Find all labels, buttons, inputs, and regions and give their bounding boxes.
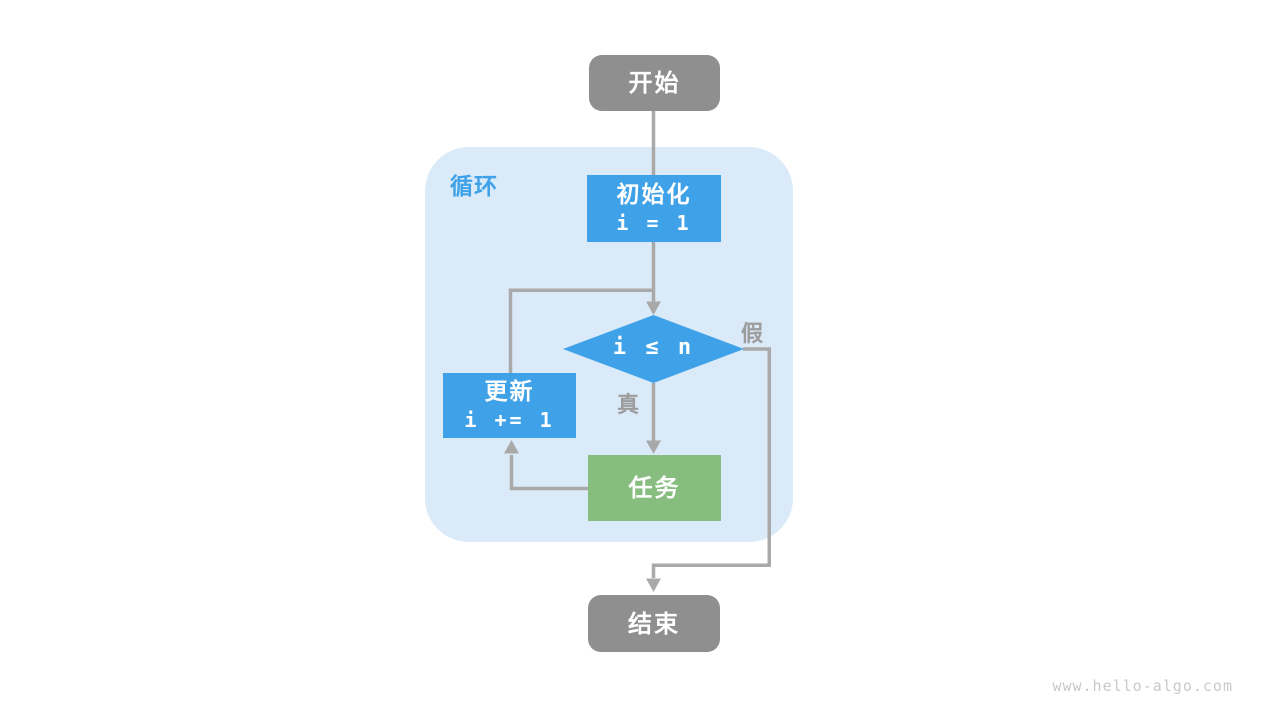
node-init-code: i = 1 [616, 210, 692, 235]
node-task-label: 任务 [628, 474, 681, 502]
node-task: 任务 [588, 455, 721, 521]
node-start: 开始 [589, 55, 720, 111]
node-end-label: 结束 [628, 609, 680, 638]
watermark: www.hello-algo.com [1052, 677, 1233, 695]
node-update-code: i += 1 [464, 407, 555, 432]
arrowhead-into-end [646, 578, 661, 592]
node-start-label: 开始 [628, 69, 681, 97]
node-init-label: 初始化 [616, 182, 692, 209]
branch-label-false: 假 [741, 322, 764, 347]
node-update: 更新 i += 1 [443, 373, 576, 438]
node-update-label: 更新 [484, 379, 535, 406]
node-end: 结束 [588, 595, 720, 652]
condition-label: i ≤ n [612, 335, 695, 360]
branch-label-true: 真 [617, 393, 640, 418]
node-init: 初始化 i = 1 [587, 175, 721, 242]
loop-region-label: 循环 [450, 174, 498, 200]
